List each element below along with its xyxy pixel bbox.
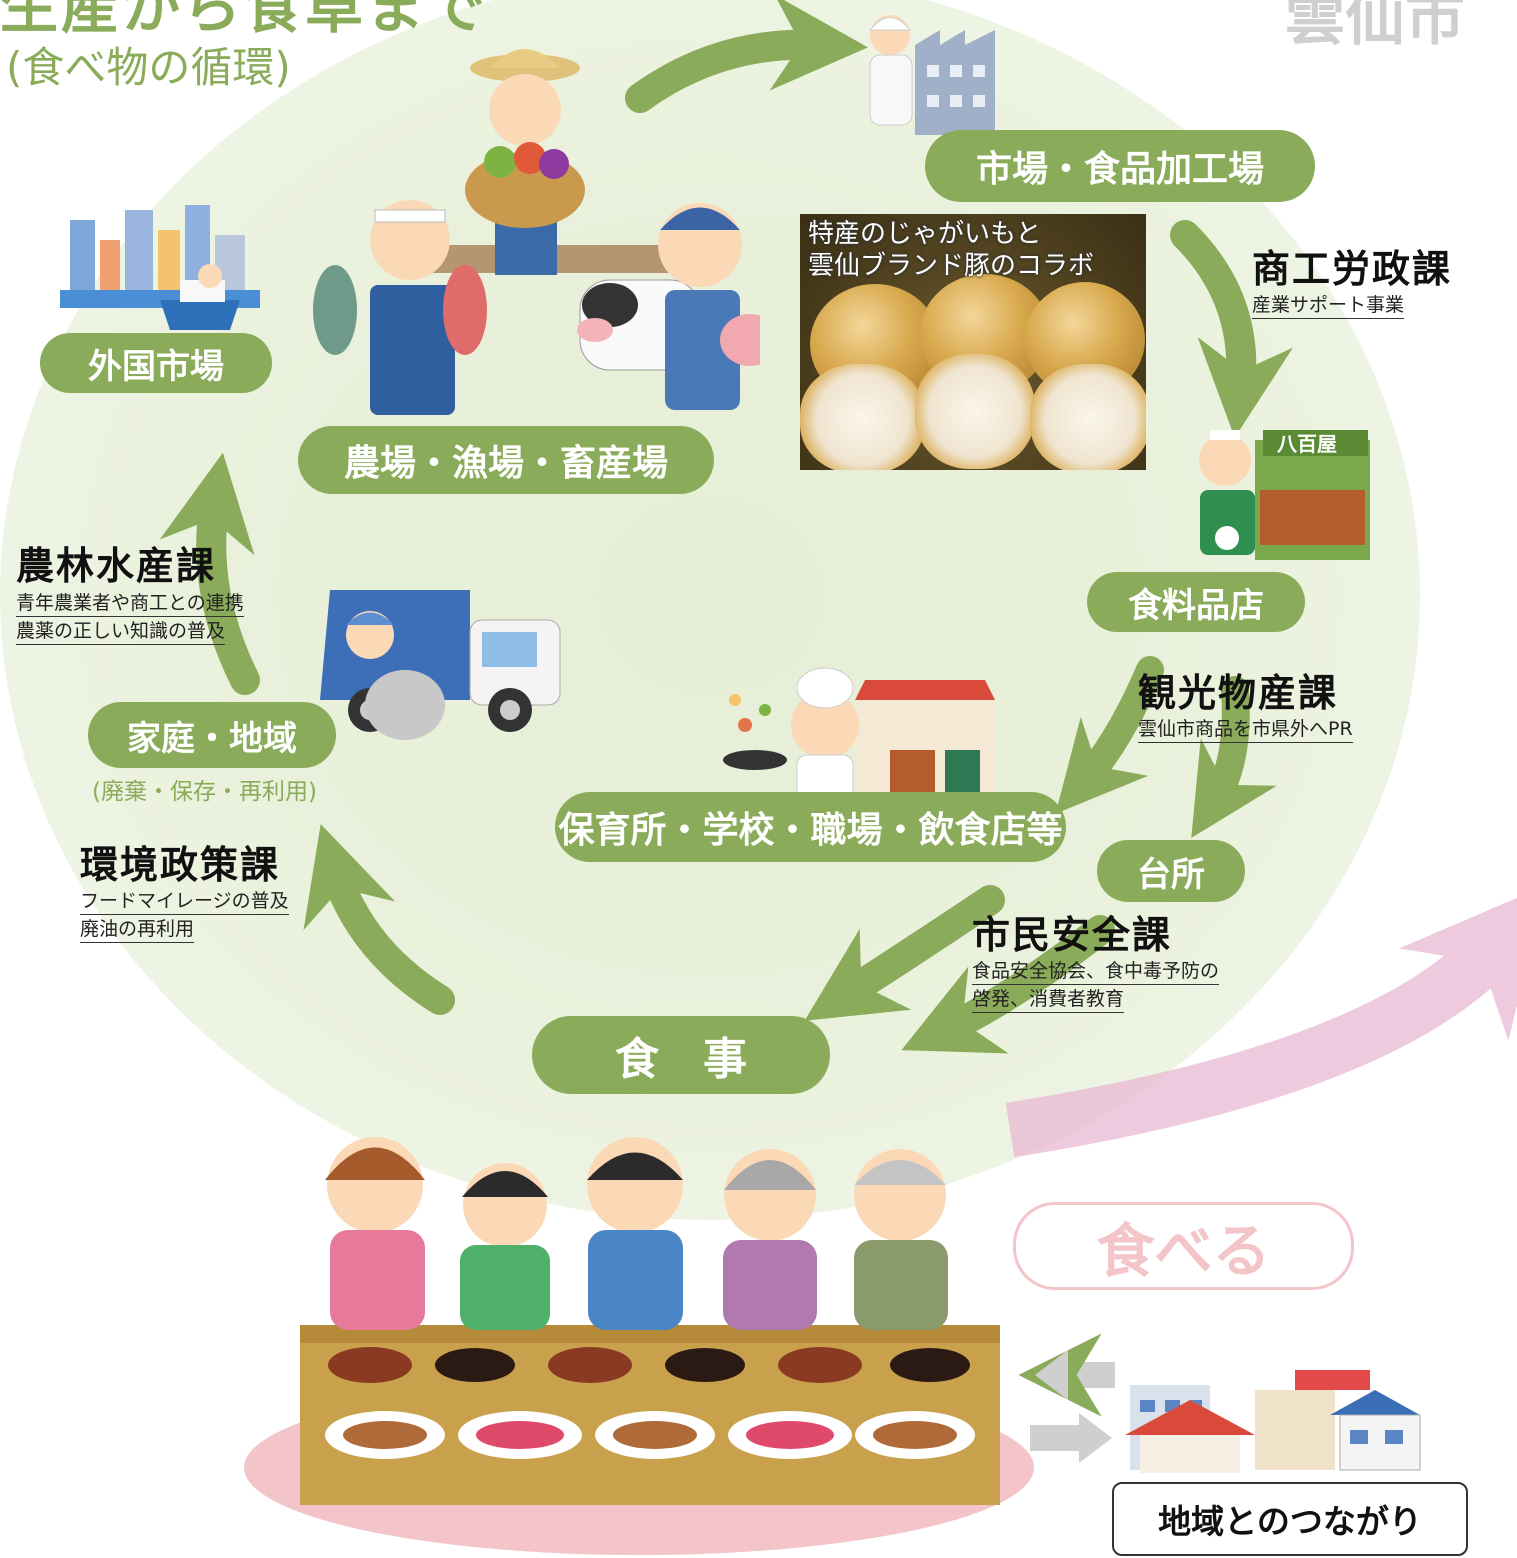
shop-sign: 八百屋 [1277,432,1337,456]
garbage-truck-illustration [320,590,561,740]
dept-environment-line-1: フードマイレージの普及 [80,886,289,915]
arrow-kitchen-to-meal [901,915,1115,1054]
stage-meal: 食 事 [532,1016,830,1094]
specialty-food-photo: 特産のじゃがいもと 雲仙ブランド豚のコラボ [800,214,1146,470]
page-subtitle: (食べ物の循環) [6,43,291,92]
family-eating-illustration [300,1137,1000,1505]
dept-agriculture-line-2: 農薬の正しい知識の普及 [16,616,226,645]
dept-environment-name: 環境政策課 [80,843,281,887]
restaurant-chef-illustration [723,667,995,810]
stage-foreign-market: 外国市場 [40,333,272,393]
farmers-fishers-livestock-illustration [313,49,760,415]
dept-environment-line-2: 廃油の再利用 [80,914,195,943]
stage-kitchen: 台所 [1097,840,1245,902]
dept-commerce-line-1: 産業サポート事業 [1252,290,1405,319]
grocery-store-illustration: 八百屋 [1199,430,1370,560]
photo-caption-line-2: 雲仙ブランド豚のコラボ [808,251,1095,281]
community-label: 地域とのつながり [1112,1482,1468,1556]
dept-safety-line-2: 啓発、消費者教育 [972,984,1125,1013]
factory-worker-illustration [868,15,995,135]
dept-commerce-name: 商工労政課 [1252,247,1453,291]
dept-agriculture-name: 農林水産課 [16,544,217,588]
arrow-farm-to-market [625,0,868,113]
arrow-grocery-to-kitchen [1191,676,1277,839]
dept-safety-name: 市民安全課 [972,913,1173,957]
page-title: 生産から食卓まで [0,0,489,41]
stage-grocery: 食料品店 [1087,572,1305,632]
dept-safety-line-1: 食品安全協会、食中毒予防の [972,956,1220,985]
arrow-facilities-to-meal [804,885,1005,1021]
stage-facilities: 保育所・学校・職場・飲食店等 [555,792,1066,862]
stage-farm: 農場・漁場・畜産場 [298,426,714,494]
city-name: 雲仙市 [1285,0,1465,54]
foreign-market-illustration [60,205,260,330]
arrow-eat-pink [1005,885,1517,1158]
dept-tourism-line-1: 雲仙市商品を市県外へPR [1138,714,1353,743]
arrow-head-community-out [1035,1350,1068,1400]
community-houses-illustration [1125,1370,1421,1473]
stage-home-region: 家庭・地域 [88,702,336,768]
photo-caption: 特産のじゃがいもと 雲仙ブランド豚のコラボ [808,218,1094,282]
photo-caption-line-1: 特産のじゃがいもと [808,219,1042,249]
dept-agriculture-line-1: 青年農業者や商工との連携 [16,588,244,617]
arrow-meal-to-home [303,824,455,1015]
arrow-home-to-farm [159,452,260,695]
arrow-head-community-in [1079,1413,1112,1463]
stage-home-region-note: (廃棄・保存・再利用) [92,779,317,805]
eat-label: 食べる [1013,1202,1354,1290]
arrow-grocery-to-facilities [1055,656,1164,814]
stage-market-factory: 市場・食品加工場 [925,130,1315,202]
arrow-market-to-grocery [1170,220,1293,438]
dept-tourism-name: 観光物産課 [1138,671,1339,715]
